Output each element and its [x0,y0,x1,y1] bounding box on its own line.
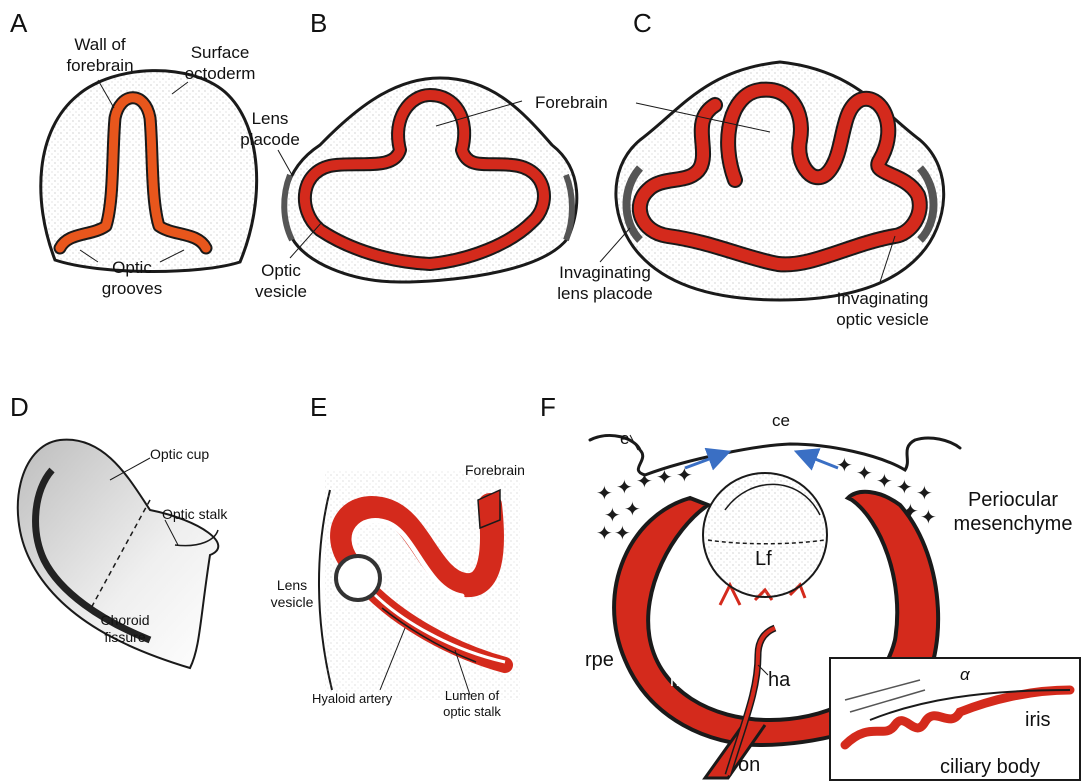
label-forebrain-e: Forebrain [465,462,525,479]
svg-text:✦: ✦ [656,465,673,489]
label-periocular-mesenchyme: Periocular mesenchyme [948,488,1078,536]
svg-text:✦: ✦ [624,497,641,521]
label-iris: iris [1025,708,1051,732]
label-invaginating-lens-placode: Invaginating lens placode [545,262,665,304]
label-nr: nr [670,670,685,691]
label-alpha: α [960,664,970,685]
label-lumen-line1: Lumen of [432,688,512,704]
label-wall-of-forebrain: Wall of forebrain [44,34,156,76]
label-e: e [620,428,629,449]
label-forebrain: Forebrain [535,92,608,113]
label-choroid-fissure: Choroid fissure [85,612,165,646]
label-grooves-line2: grooves [82,278,182,299]
panel-label-a: A [10,8,27,39]
label-periocular-line2: mesenchyme [948,512,1078,536]
label-optic-stalk: Optic stalk [162,506,227,523]
panel-b-drawing [278,78,577,282]
label-lumen-optic-stalk: Lumen of optic stalk [432,688,512,720]
panel-c-leader-lens [600,228,630,262]
panel-e-drawing [319,470,520,700]
panel-f-arrow-right [805,455,838,468]
label-lumen-line2: optic stalk [432,704,512,720]
svg-text:✦: ✦ [856,461,873,485]
label-invaginating-optic-vesicle: Invaginating optic vesicle [815,288,950,330]
label-inv-optic-line1: Invaginating [815,288,950,309]
svg-text:✦: ✦ [614,521,631,545]
label-placode-line2: placode [225,129,315,150]
label-lens-placode: Lens placode [225,108,315,150]
label-lf: Lf [755,547,772,571]
label-surface-ectoderm: Surface ectoderm [165,42,275,84]
svg-text:✦: ✦ [876,469,893,493]
label-ce: ce [772,410,790,431]
panel-label-c: C [633,8,652,39]
panel-e-lens-vesicle [336,556,380,600]
panel-label-b: B [310,8,327,39]
label-choroid-line2: fissure [85,629,165,646]
label-ciliary-body: ciliary body [940,755,1040,779]
label-rpe: rpe [585,648,614,672]
panel-label-e: E [310,392,327,423]
label-vesicle-line1: Optic [236,260,326,281]
label-inv-lens-line2: lens placode [545,283,665,304]
panel-a-drawing [41,71,257,272]
label-lens-vesicle: Lens vesicle [262,577,322,611]
svg-text:✦: ✦ [616,475,633,499]
label-lensves-line1: Lens [262,577,322,594]
label-surface-line1: Surface [165,42,275,63]
svg-text:✦: ✦ [836,453,853,477]
svg-text:✦: ✦ [636,469,653,493]
label-ha: ha [768,668,790,692]
label-periocular-line1: Periocular [948,488,1078,512]
label-choroid-line1: Choroid [85,612,165,629]
panel-b-leader-placode [278,150,292,175]
svg-text:✦: ✦ [920,505,937,529]
svg-text:✦: ✦ [596,481,613,505]
panel-f-leader-e [630,435,638,450]
label-optic-vesicle: Optic vesicle [236,260,326,302]
label-hyaloid-artery: Hyaloid artery [312,690,392,707]
svg-text:✦: ✦ [596,521,613,545]
panel-f-lens [703,473,827,597]
label-lensves-line2: vesicle [262,594,322,611]
label-placode-line1: Lens [225,108,315,129]
label-inv-optic-line2: optic vesicle [815,309,950,330]
panel-label-f: F [540,392,556,423]
label-on: on [738,753,760,777]
label-wall-line1: Wall of [44,34,156,55]
label-grooves-line1: Optic [82,257,182,278]
label-optic-cup: Optic cup [150,446,209,463]
label-vesicle-line2: vesicle [236,281,326,302]
label-inv-lens-line1: Invaginating [545,262,665,283]
label-wall-line2: forebrain [44,55,156,76]
label-surface-line2: ectoderm [165,63,275,84]
label-optic-grooves: Optic grooves [82,257,182,299]
panel-label-d: D [10,392,29,423]
